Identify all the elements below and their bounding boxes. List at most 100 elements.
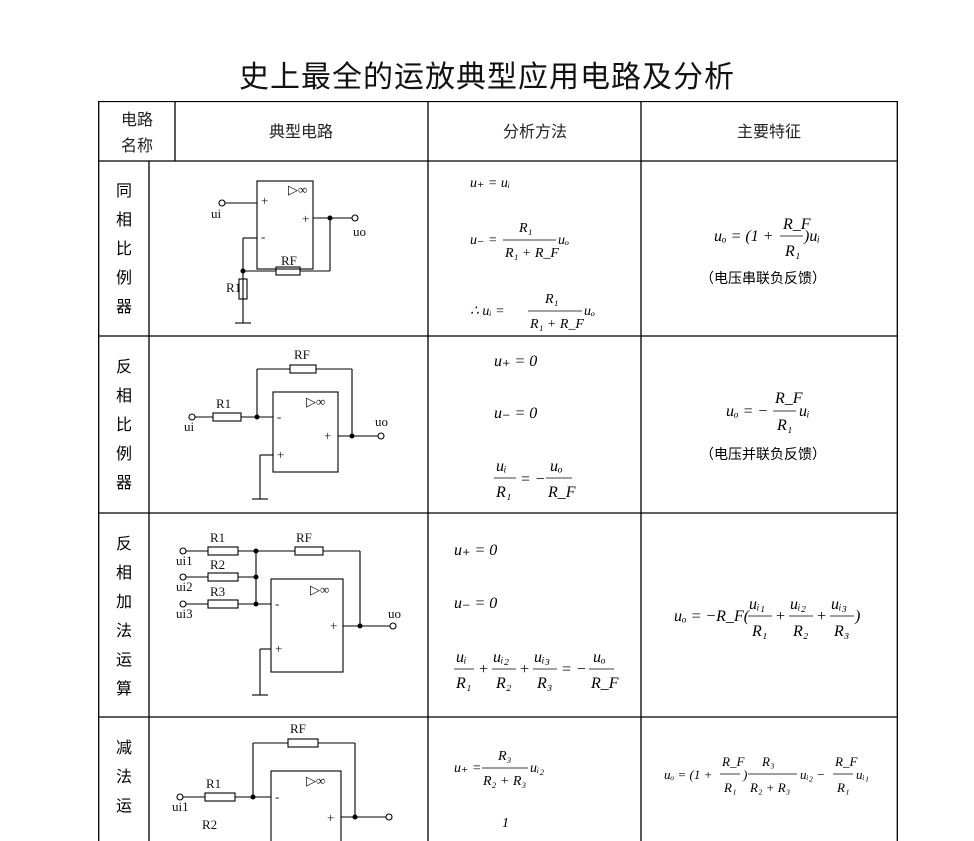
row2-method-den-l: R₁ bbox=[495, 484, 511, 501]
row3-feature-d1: R₁ bbox=[751, 623, 767, 640]
row3-ui1: ui1 bbox=[176, 553, 193, 568]
output-terminal bbox=[389, 622, 397, 630]
svg-text:+: + bbox=[775, 608, 786, 625]
row4-plus-out: + bbox=[327, 810, 334, 825]
r1-resistor bbox=[212, 412, 242, 422]
row4-name-3: 运 bbox=[116, 797, 132, 815]
svg-text:+: + bbox=[478, 661, 489, 678]
row1-plus-out: + bbox=[302, 211, 309, 226]
row2-feature-note: （电压并联负反馈） bbox=[700, 447, 826, 463]
r2-resistor bbox=[207, 572, 239, 582]
output-terminal bbox=[385, 813, 393, 821]
header-name-line2: 名称 bbox=[121, 137, 153, 155]
row2-plus: + bbox=[277, 447, 284, 462]
row1-amp-symbol: ▷∞ bbox=[288, 182, 307, 197]
row3-method-d1: R₁ bbox=[455, 675, 471, 692]
row1-ui: ui bbox=[211, 206, 222, 221]
row2-name-5: 器 bbox=[116, 474, 132, 492]
row3-name-2: 相 bbox=[116, 564, 132, 582]
row4-name-1: 减 bbox=[116, 739, 132, 757]
row3-rf: RF bbox=[296, 530, 312, 545]
row2-plus-out: + bbox=[324, 428, 331, 443]
row3-r2: R2 bbox=[210, 557, 225, 572]
row2-uo: uo bbox=[375, 414, 388, 429]
row3-name-5: 运 bbox=[116, 651, 132, 669]
row2-method-eq1: u₊ = 0 bbox=[494, 353, 537, 370]
row2-name-3: 比 bbox=[116, 416, 132, 434]
row3-feature-d2: R₂ bbox=[792, 623, 809, 640]
row4-r1: R1 bbox=[206, 776, 221, 791]
row2-circuit bbox=[188, 364, 385, 500]
row3-feature-d3: R₃ bbox=[833, 623, 849, 640]
header-method: 分析方法 bbox=[503, 123, 567, 141]
row4-method-next: 1 bbox=[502, 816, 509, 831]
row3-method-d3: R₃ bbox=[536, 675, 552, 692]
row2-feature-num: R_F bbox=[774, 390, 803, 407]
row3-name-4: 法 bbox=[116, 622, 132, 640]
rf-resistor bbox=[294, 546, 324, 556]
row4-circuit bbox=[176, 738, 393, 841]
row1-name-3: 比 bbox=[116, 240, 132, 258]
r1-resistor bbox=[204, 792, 236, 802]
row1-uo: uo bbox=[353, 224, 366, 239]
row3-feature-tail: ) bbox=[854, 608, 860, 625]
row3-uo: uo bbox=[388, 606, 401, 621]
row1-method-eq3-lhs: ∴ uᵢ = bbox=[470, 304, 505, 319]
row4-feature-nb: R₃ bbox=[761, 754, 774, 769]
row3-name-1: 反 bbox=[116, 535, 132, 553]
row2-minus: - bbox=[277, 409, 281, 424]
row3-feature-n1: uᵢ₁ bbox=[749, 596, 765, 613]
row4-feature-da: R₁ bbox=[723, 780, 736, 795]
row2-feature-lhs: uₒ = − bbox=[726, 403, 768, 420]
row3-method-d2: R₂ bbox=[495, 675, 512, 692]
op-amp-box bbox=[272, 391, 339, 473]
row4-method-num: R₃ bbox=[497, 749, 512, 764]
row2-rf: RF bbox=[294, 347, 310, 362]
row4-name-2: 法 bbox=[116, 768, 132, 786]
row2-ui: ui bbox=[184, 419, 195, 434]
rf-resistor bbox=[287, 738, 319, 748]
row3-ui3: ui3 bbox=[176, 606, 193, 621]
output-terminal bbox=[377, 432, 385, 440]
row1-circuit bbox=[218, 180, 359, 324]
row2-amp-symbol: ▷∞ bbox=[306, 394, 325, 409]
row3-name-6: 算 bbox=[116, 679, 132, 698]
row-summing: 反 相 加 法 运 算 bbox=[116, 530, 860, 698]
row3-method-nr: uₒ bbox=[593, 649, 606, 666]
row2-r1: R1 bbox=[216, 396, 231, 411]
row2-name-1: 反 bbox=[116, 358, 132, 376]
row3-r3: R3 bbox=[210, 584, 225, 599]
row1-name-1: 同 bbox=[116, 183, 132, 200]
row3-minus: - bbox=[275, 596, 279, 611]
op-amp-box bbox=[270, 770, 342, 841]
svg-text:= −: = − bbox=[561, 661, 587, 678]
row1-feature-den: R₁ bbox=[784, 243, 800, 260]
row3-r1: R1 bbox=[210, 530, 225, 545]
row3-method-eq2: u₋ = 0 bbox=[454, 595, 497, 612]
row3-method-eq1: u₊ = 0 bbox=[454, 542, 497, 559]
row4-rf: RF bbox=[290, 721, 306, 736]
row3-method-n2: uᵢ₂ bbox=[493, 649, 510, 666]
row2-name-4: 例 bbox=[116, 445, 132, 463]
row2-method-num-r: uₒ bbox=[550, 458, 563, 475]
row4-feature-db: R₂ + R₃ bbox=[749, 780, 790, 795]
row1-method-eq2-lhs: u₋ = bbox=[470, 233, 497, 248]
row3-plus: + bbox=[275, 641, 282, 656]
r3-resistor bbox=[207, 599, 239, 609]
row1-method-eq3-den: R₁ + R_F bbox=[529, 317, 584, 332]
row4-method-lhs: u₊ = bbox=[454, 761, 481, 776]
circuit-table: 电路 名称 典型电路 分析方法 主要特征 同 相 比 例 器 bbox=[98, 101, 898, 841]
svg-text:+: + bbox=[519, 661, 530, 678]
row3-name-3: 加 bbox=[116, 593, 132, 611]
row3-amp-symbol: ▷∞ bbox=[310, 582, 329, 597]
row4-feature-midb: uᵢ₂ − bbox=[800, 767, 825, 782]
row1-method-eq3-tail: uₒ bbox=[584, 304, 595, 319]
row4-feature-lhs: uₒ = (1 + bbox=[664, 767, 712, 782]
row1-plus: + bbox=[261, 193, 268, 208]
row2-feature-den: R₁ bbox=[776, 417, 792, 434]
row4-feature-mid: ) bbox=[742, 767, 747, 782]
row4-method-den: R₂ + R₃ bbox=[482, 774, 526, 789]
row1-name-5: 器 bbox=[116, 298, 132, 316]
output-terminal bbox=[351, 214, 359, 222]
row2-method-den-r: R_F bbox=[547, 484, 576, 501]
